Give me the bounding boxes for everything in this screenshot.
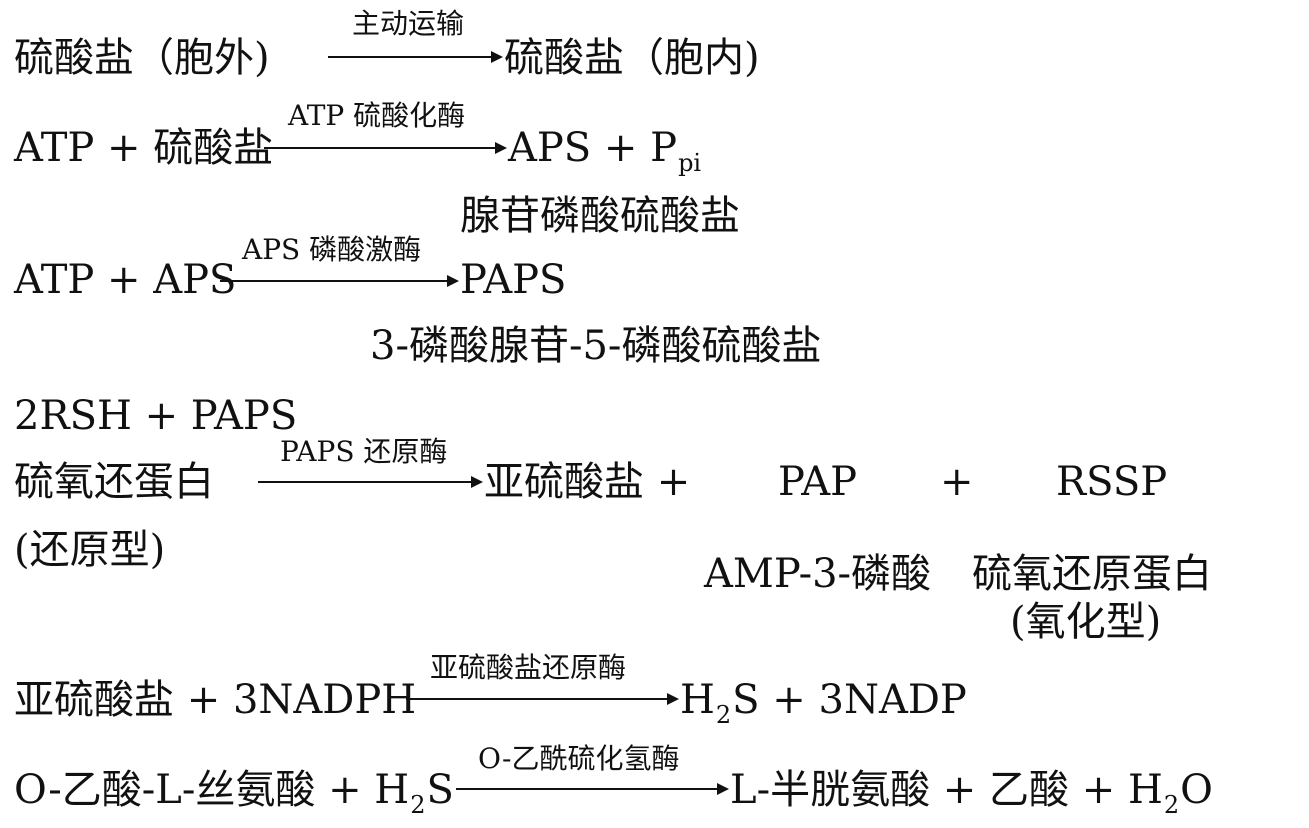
eq2-right-sub: pi bbox=[678, 149, 702, 177]
eq2-right: APS + Ppi bbox=[508, 125, 702, 175]
eq4-enzyme-label: PAPS 还原酶 bbox=[280, 435, 448, 468]
eq6-left-sub: 2 bbox=[410, 791, 426, 819]
eq3-product-name: 3-磷酸腺苷-5-磷酸硫酸盐 bbox=[370, 323, 822, 369]
eq6-arrow bbox=[456, 783, 729, 795]
eq2-product-name: 腺苷磷酸硫酸盐 bbox=[460, 193, 740, 239]
eq4-right3: RSSP bbox=[1056, 459, 1168, 505]
eq1-arrow bbox=[328, 51, 503, 63]
eq3-left: ATP + APS bbox=[14, 257, 237, 303]
eq6-left-a: O-乙酸-L-丝氨酸 + H bbox=[14, 767, 410, 813]
eq3-arrow bbox=[220, 275, 459, 287]
eq5-arrow bbox=[406, 693, 679, 705]
eq4-note2b: (氧化型) bbox=[1010, 599, 1162, 645]
eq5-left: 亚硫酸盐 + 3NADPH bbox=[14, 677, 417, 723]
eq6-right-a: L-半胱氨酸 + 乙酸 + H bbox=[730, 767, 1163, 813]
eq2-arrow bbox=[264, 142, 507, 154]
eq2-enzyme-label: ATP 硫酸化酶 bbox=[288, 99, 466, 132]
eq4-arrow bbox=[258, 476, 483, 488]
eq6-left-b: S bbox=[426, 767, 454, 813]
eq4-left-paren: (还原型) bbox=[14, 527, 166, 573]
eq4-left: 硫氧还蛋白 bbox=[14, 459, 214, 505]
eq3-right: PAPS bbox=[460, 257, 567, 303]
eq1-enzyme-label: 主动运输 bbox=[352, 7, 465, 40]
eq4-right1: 亚硫酸盐 + bbox=[484, 459, 691, 505]
eq6-left: O-乙酸-L-丝氨酸 + H2S bbox=[14, 767, 454, 817]
eq5-right-rest: S + 3NADP bbox=[732, 677, 967, 723]
eq1-right: 硫酸盐（胞内) bbox=[504, 35, 760, 81]
eq6-enzyme-label: O-乙酰硫化氢酶 bbox=[478, 742, 680, 775]
eq4-line1: 2RSH + PAPS bbox=[14, 393, 298, 439]
eq5-right-h: H bbox=[680, 677, 715, 723]
eq4-right2: PAP bbox=[778, 459, 858, 505]
eq3-enzyme-label: APS 磷酸激酶 bbox=[242, 233, 422, 266]
eq4-note1: AMP-3-磷酸 bbox=[704, 551, 932, 597]
eq6-right: L-半胱氨酸 + 乙酸 + H2O bbox=[730, 767, 1213, 817]
eq2-left: ATP + 硫酸盐 bbox=[14, 125, 274, 171]
eq4-plus: + bbox=[940, 459, 974, 505]
eq6-right-sub: 2 bbox=[1163, 791, 1180, 819]
eq5-right: H2S + 3NADP bbox=[680, 677, 967, 727]
eq2-right-main: APS + P bbox=[508, 125, 678, 171]
eq4-note2: 硫氧还原蛋白 bbox=[972, 551, 1212, 597]
eq5-enzyme-label: 亚硫酸盐还原酶 bbox=[430, 651, 627, 684]
eq1-left: 硫酸盐（胞外) bbox=[14, 35, 270, 81]
eq5-right-h-sub: 2 bbox=[715, 701, 732, 729]
eq6-right-b: O bbox=[1180, 767, 1213, 813]
